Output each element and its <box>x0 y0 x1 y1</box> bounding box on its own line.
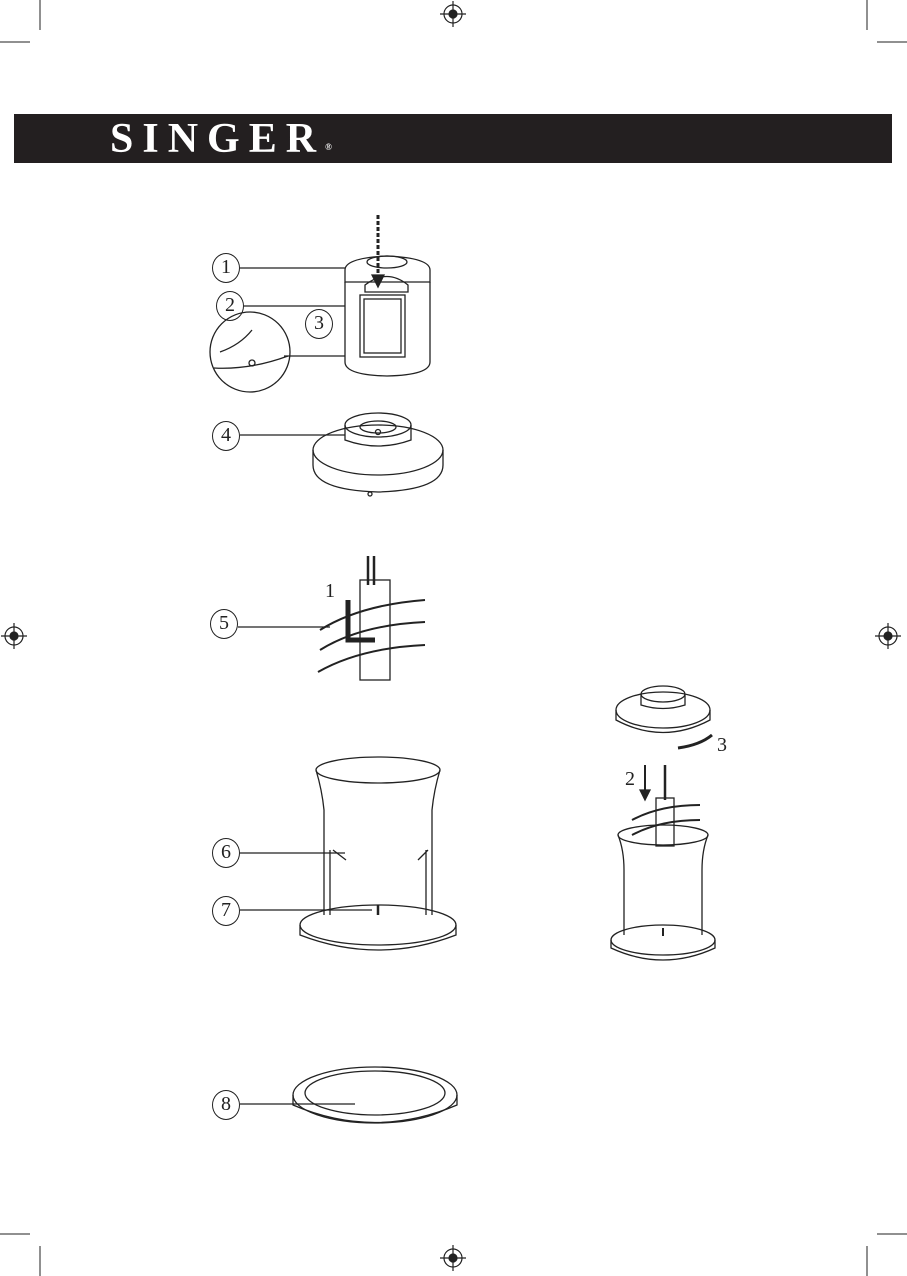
lid-with-gearbox <box>312 412 444 497</box>
registered-mark: ® <box>325 142 332 152</box>
safety-switch-detail <box>209 311 291 393</box>
singer-logo: SINGER® <box>110 116 332 162</box>
callout-7: 7 <box>212 896 240 926</box>
callout-8: 8 <box>212 1090 240 1120</box>
callout-2: 2 <box>216 291 244 321</box>
leader-lines <box>238 267 372 1105</box>
step-2-label: 2 <box>625 768 635 790</box>
callout-1: 1 <box>212 253 240 283</box>
non-slip-base <box>292 1066 458 1124</box>
step-3-label: 3 <box>717 734 727 756</box>
brand-text: SINGER <box>110 116 326 162</box>
callout-5: 5 <box>210 609 238 639</box>
bowl <box>299 756 457 951</box>
step-1-label: 1 <box>325 580 335 602</box>
header-bar: SINGER® <box>14 114 892 163</box>
assembly-diagram <box>610 685 716 961</box>
callout-3: 3 <box>305 309 333 339</box>
blade-assembly <box>317 556 426 681</box>
callout-4: 4 <box>212 421 240 451</box>
motor-unit <box>344 215 431 377</box>
callout-6: 6 <box>212 838 240 868</box>
